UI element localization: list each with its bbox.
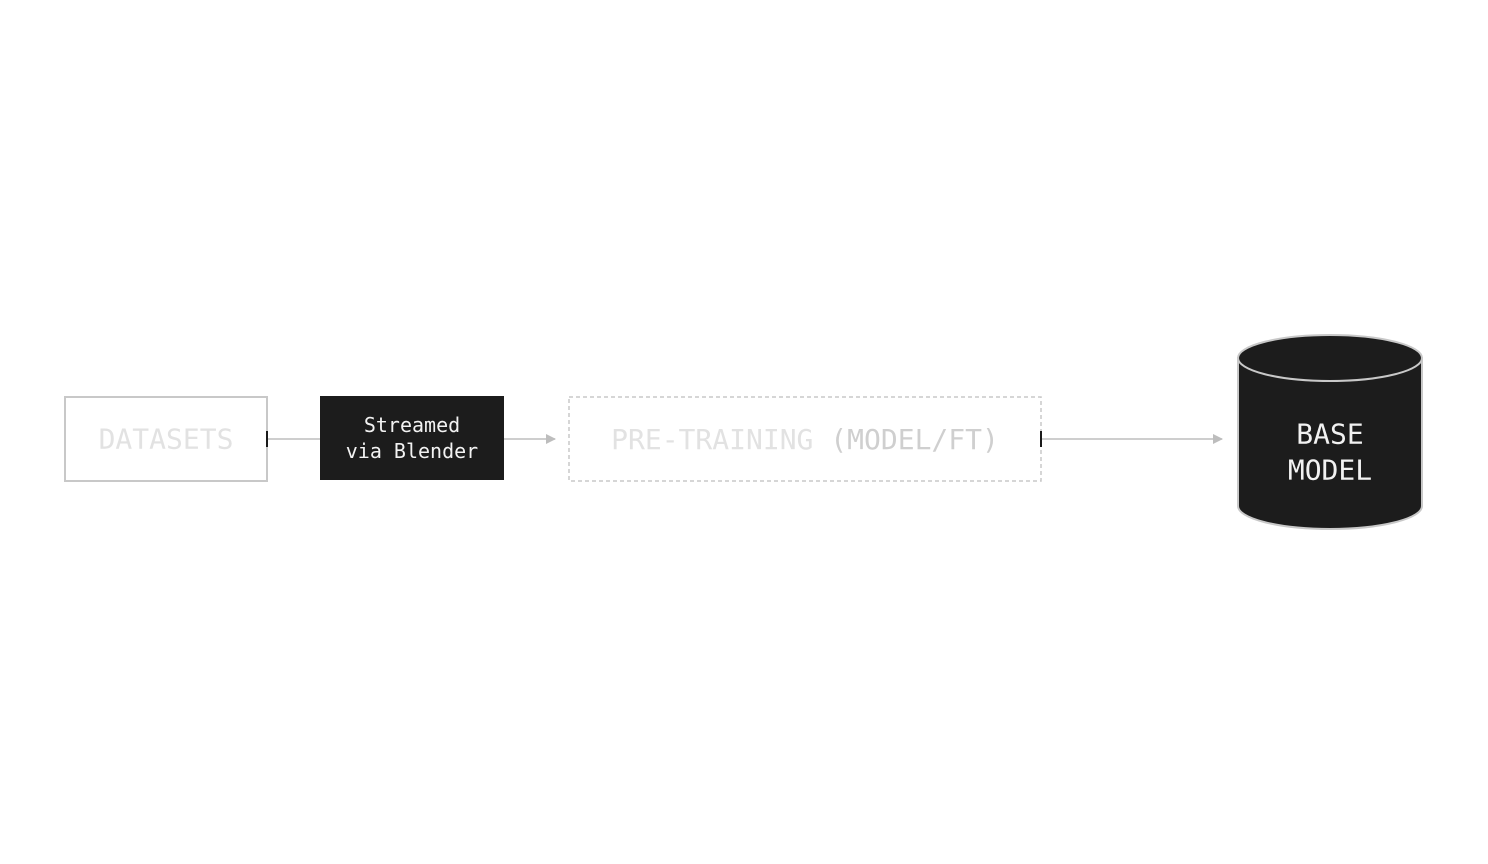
base-model-node: BASE MODEL [1237,334,1423,530]
datasets-node: DATASETS [64,396,268,482]
pretraining-label-main: PRE-TRAINING [611,423,813,456]
streamed-label-line2: via Blender [346,439,478,463]
streamed-label-line1: Streamed [364,413,460,437]
pretraining-label: PRE-TRAINING (MODEL/FT) [611,423,999,456]
pretraining-label-suffix: (MODEL/FT) [813,423,998,456]
datasets-label: DATASETS [99,423,234,456]
base-model-label-line1: BASE [1296,418,1363,451]
base-model-label-line2: MODEL [1288,454,1372,487]
base-model-cylinder-body [1237,357,1423,530]
streamed-node: Streamed via Blender [320,396,504,480]
pretraining-node: PRE-TRAINING (MODEL/FT) [568,396,1042,482]
base-model-cylinder-top [1237,334,1423,382]
streamed-box [320,396,504,480]
